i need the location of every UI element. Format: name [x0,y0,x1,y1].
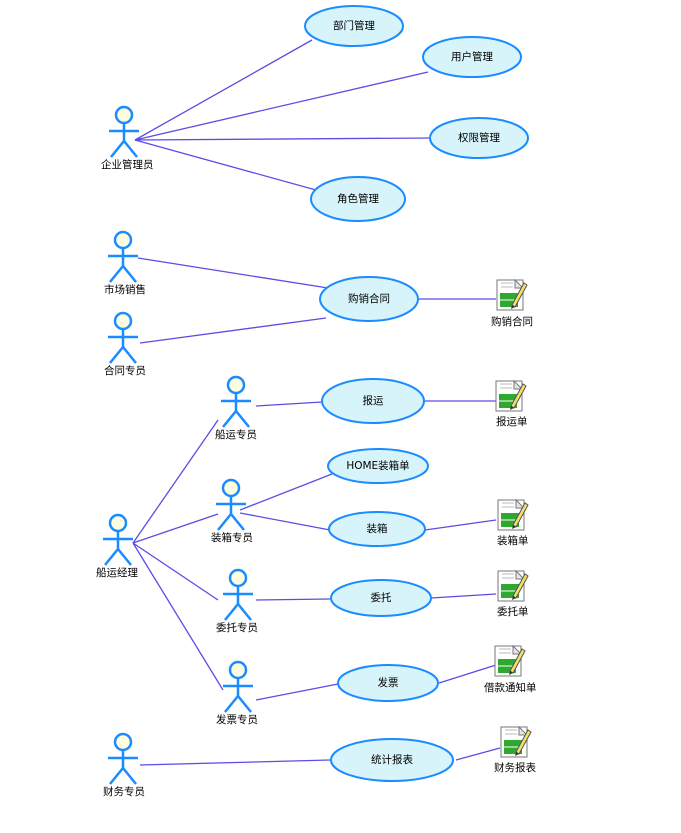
artifact-purchase-contract[interactable]: 购销合同 [491,279,533,328]
assoc-shipping-report [255,401,323,407]
assoc-mgr-shipping [132,419,219,544]
actor-label: 船运经理 [96,566,138,579]
usecase-label: HOME装箱单 [346,459,409,472]
actor-contract-specialist[interactable]: 合同专员 [104,311,146,377]
document-icon [495,380,527,412]
artifact-entrust-form[interactable]: 委托单 [497,570,529,618]
assoc-mgr-invoice [132,542,224,691]
artifact-label: 装箱单 [497,534,529,547]
assoc-contractsp-contract [139,317,327,344]
usecase-packing[interactable]: 装箱 [328,511,426,547]
use-cases: 部门管理 用户管理 权限管理 角色管理 购销合同 报运 HOME装箱单 装箱 [304,5,529,782]
artifact-shipping-form[interactable]: 报运单 [495,380,528,428]
usecase-label: 装箱 [367,522,388,535]
usecase-label: 委托 [371,591,392,604]
associations [132,39,501,766]
artifact-label: 财务报表 [494,761,536,774]
actor-icon [106,311,140,365]
actor-label: 船运专员 [215,428,257,441]
actor-enterprise-admin[interactable]: 企业管理员 [101,105,154,171]
actor-packing-specialist[interactable]: 装箱专员 [211,478,253,544]
usecase-label: 权限管理 [458,131,500,144]
usecase-home-packing[interactable]: HOME装箱单 [327,448,429,484]
assoc-packing-pack [239,512,331,531]
assoc-admin-dept [134,39,313,141]
assoc-entrust-uc [255,598,331,601]
actor-label: 发票专员 [216,713,258,726]
document-icon [496,279,528,311]
assoc-mgr-entrust [132,542,219,601]
actor-label: 市场销售 [104,283,146,296]
usecase-user-mgmt[interactable]: 用户管理 [422,36,522,78]
actor-icon [214,478,248,532]
artifact-label: 报运单 [496,415,528,428]
actor-label: 装箱专员 [211,531,253,544]
usecase-role-mgmt[interactable]: 角色管理 [310,176,406,222]
actor-label: 合同专员 [104,364,146,377]
actor-icon [101,513,135,567]
assoc-entrust-doc [430,593,497,599]
usecase-entrust[interactable]: 委托 [330,579,432,617]
assoc-sales-contract [137,257,329,289]
artifact-label: 借款通知单 [484,681,537,694]
assoc-admin-role [134,139,317,191]
assoc-mgr-packing [132,513,219,544]
assoc-invoice-doc [438,664,497,684]
assoc-invoice-uc [255,683,339,701]
artifact-finance-report[interactable]: 财务报表 [494,726,536,774]
assoc-pack-doc [424,519,497,531]
usecase-label: 用户管理 [451,50,493,63]
actor-label: 委托专员 [216,621,258,634]
actor-invoice-specialist[interactable]: 发票专员 [216,660,258,726]
actor-shipping-specialist[interactable]: 船运专员 [215,375,257,441]
assoc-admin-perm [134,137,433,141]
actor-market-sales[interactable]: 市场销售 [104,230,146,296]
usecase-label: 角色管理 [337,192,379,205]
usecase-label: 报运 [363,394,384,407]
document-icon [497,499,529,531]
document-icon [494,645,526,677]
usecase-invoice[interactable]: 发票 [337,664,439,702]
usecase-label: 部门管理 [333,19,375,32]
usecase-purchase-contract[interactable]: 购销合同 [319,276,419,322]
actor-icon [221,568,255,622]
actor-finance-specialist[interactable]: 财务专员 [103,732,145,798]
artifact-payment-notice[interactable]: 借款通知单 [484,645,537,694]
artifacts: 购销合同 报运单 装箱单 委托单 借款通知单 财务报表 [484,279,537,774]
artifact-label: 购销合同 [491,315,533,328]
actor-icon [221,660,255,714]
actor-shipping-manager[interactable]: 船运经理 [96,513,138,579]
usecase-perm-mgmt[interactable]: 权限管理 [429,117,529,159]
assoc-admin-user [134,71,429,141]
actor-label: 财务专员 [103,785,145,798]
assoc-stat-doc [455,747,501,761]
document-icon [500,726,532,758]
usecase-report-shipping[interactable]: 报运 [321,378,425,424]
actor-icon [107,105,141,159]
actor-icon [106,732,140,786]
artifact-label: 委托单 [497,605,529,618]
actor-label: 企业管理员 [101,158,154,171]
assoc-finance-stat [139,759,331,766]
assoc-packing-home [239,473,333,511]
actors: 企业管理员 市场销售 合同专员 船运专员 装箱专员 船运经理 委托专员 发票专 [96,105,258,798]
actor-icon [106,230,140,284]
document-icon [497,570,529,602]
usecase-stat-report[interactable]: 统计报表 [330,738,454,782]
artifact-packing-form[interactable]: 装箱单 [497,499,529,547]
usecase-label: 统计报表 [371,753,413,766]
actor-icon [219,375,253,429]
usecase-label: 发票 [378,676,399,689]
actor-entrust-specialist[interactable]: 委托专员 [216,568,258,634]
usecase-dept-mgmt[interactable]: 部门管理 [304,5,404,47]
usecase-label: 购销合同 [348,292,390,305]
